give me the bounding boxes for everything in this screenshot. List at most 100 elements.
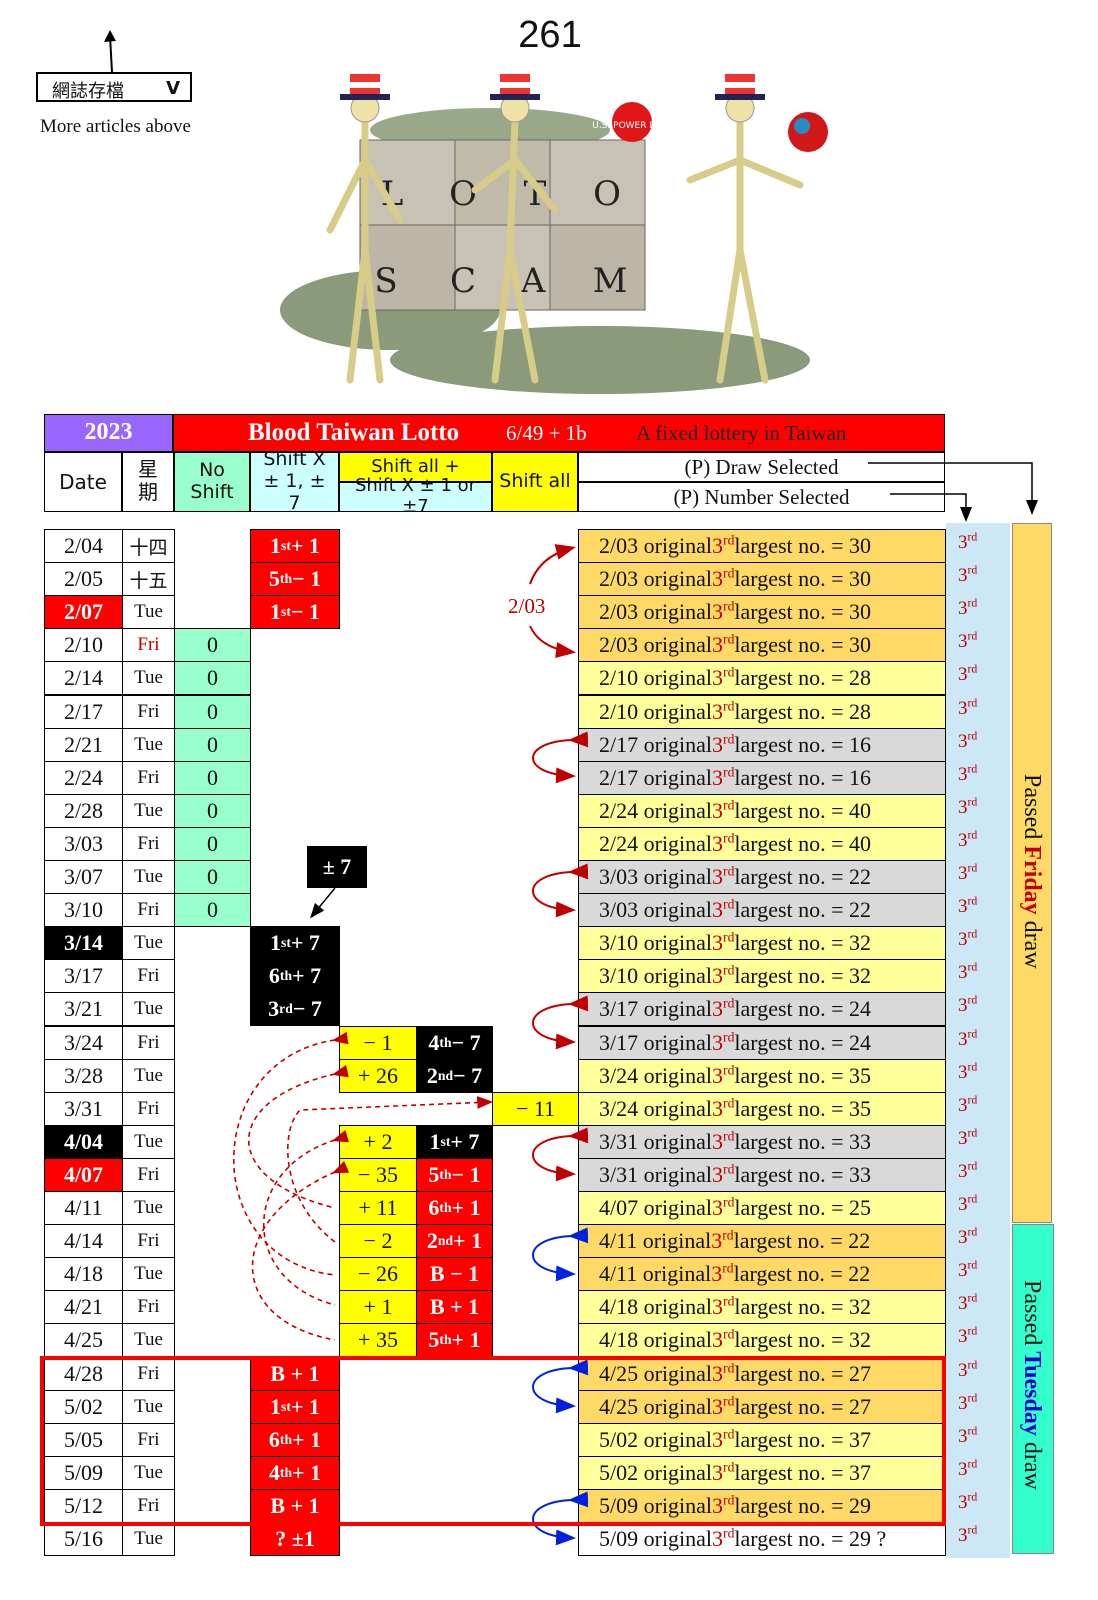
row-original: 3/10 original 3rd largest no. = 32 <box>578 959 946 993</box>
row-third-label: 3rd <box>958 1424 978 1447</box>
row-no-shift: 0 <box>174 893 251 927</box>
row-original: 4/18 original 3rd largest no. = 32 <box>578 1323 946 1357</box>
header-date: Date <box>44 452 122 512</box>
row-third-label: 3rd <box>958 1358 978 1381</box>
row-shift-all-plus: + 11 <box>339 1191 417 1225</box>
row-third-label: 3rd <box>958 662 978 685</box>
header-weekday: 星期 <box>122 452 174 512</box>
row-original: 2/24 original 3rd largest no. = 40 <box>578 794 946 828</box>
year-cell: 2023 <box>44 414 173 452</box>
row-original: 3/10 original 3rd largest no. = 32 <box>578 926 946 960</box>
header-shift-x-1-or-7: Shift X ± 1 or ±7 <box>339 475 492 517</box>
row-date: 2/14 <box>44 661 123 695</box>
row-date: 3/14 <box>44 926 123 960</box>
row-third-label: 3rd <box>958 696 978 719</box>
row-original: 4/25 original 3rd largest no. = 27 <box>578 1357 946 1391</box>
tuesday-label: Passed Tuesday draw <box>1019 1280 1045 1490</box>
row-third-label: 3rd <box>958 530 978 553</box>
row-original: 2/10 original 3rd largest no. = 28 <box>578 661 946 695</box>
row-third-label: 3rd <box>958 795 978 818</box>
row-shift-all-plus: + 35 <box>339 1323 417 1357</box>
row-original: 5/02 original 3rd largest no. = 37 <box>578 1456 946 1490</box>
row-no-shift: 0 <box>174 860 251 894</box>
row-third-label: 3rd <box>958 1027 978 1050</box>
row-third-label: 3rd <box>958 1159 978 1182</box>
header-shift-all-plus: Shift all + <box>339 452 492 482</box>
header-shift-x: Shift X ± 1, ± 7 <box>250 448 339 514</box>
block-letter: O <box>449 174 477 214</box>
row-shift-all-plus: − 26 <box>339 1257 417 1291</box>
row-date: 4/11 <box>44 1191 123 1225</box>
row-third-label: 3rd <box>958 1192 978 1215</box>
row-third-label: 3rd <box>958 1523 978 1546</box>
row-third-label: 3rd <box>958 1324 978 1347</box>
row-original: 2/10 original 3rd largest no. = 28 <box>578 695 946 729</box>
row-shift-all-plus: + 1 <box>339 1290 417 1324</box>
row-weekday: Tue <box>122 992 175 1026</box>
row-original: 5/02 original 3rd largest no. = 37 <box>578 1423 946 1457</box>
row-shift-x: B + 1 <box>250 1489 340 1523</box>
row-no-shift: 0 <box>174 827 251 861</box>
more-articles-link[interactable]: More articles above <box>40 116 191 137</box>
block-letter: A <box>520 261 546 301</box>
row-shift-all: − 11 <box>492 1092 579 1126</box>
row-third-label: 3rd <box>958 563 978 586</box>
friday-label: Passed Friday draw <box>1019 774 1045 969</box>
row-original: 4/18 original 3rd largest no. = 32 <box>578 1290 946 1324</box>
header-number-selected: (P) Number Selected <box>578 482 945 512</box>
third-column-bg <box>946 523 1010 1558</box>
row-original: 2/24 original 3rd largest no. = 40 <box>578 827 946 861</box>
row-third-label: 3rd <box>958 861 978 884</box>
row-third-label: 3rd <box>958 960 978 983</box>
row-original: 3/24 original 3rd largest no. = 35 <box>578 1059 946 1093</box>
row-third-label: 3rd <box>958 596 978 619</box>
row-third-label: 3rd <box>958 1258 978 1281</box>
row-third-label: 3rd <box>958 629 978 652</box>
row-date: 4/04 <box>44 1125 123 1159</box>
row-original: 3/17 original 3rd largest no. = 24 <box>578 992 946 1026</box>
row-original: 2/03 original 3rd largest no. = 30 <box>578 595 946 629</box>
row-third-label: 3rd <box>958 1225 978 1248</box>
block-letter: T <box>524 174 547 214</box>
chevron-down-icon: V <box>166 78 180 99</box>
subtitle: A fixed lottery in Taiwan <box>636 420 847 445</box>
row-date: 3/10 <box>44 893 123 927</box>
header-no-shift: No Shift <box>174 452 250 512</box>
row-no-shift: 0 <box>174 794 251 828</box>
title: Blood Taiwan Lotto <box>248 418 460 446</box>
row-third-label: 3rd <box>958 993 978 1016</box>
tuesday-bar <box>1012 1224 1054 1554</box>
archive-dropdown-label: 網誌存檔 <box>52 81 124 102</box>
row-original: 2/17 original 3rd largest no. = 16 <box>578 761 946 795</box>
row-original: 5/09 original 3rd largest no. = 29 ? <box>578 1522 946 1556</box>
row-third-label: 3rd <box>958 1060 978 1083</box>
row-original: 3/24 original 3rd largest no. = 35 <box>578 1092 946 1126</box>
archive-dropdown[interactable]: 網誌存檔 V <box>36 72 192 102</box>
format: 6/49 + 1b <box>506 420 587 445</box>
row-third-label: 3rd <box>958 828 978 851</box>
row-no-shift: 0 <box>174 661 251 695</box>
header-draw-selected: (P) Draw Selected <box>578 452 945 482</box>
up-arrow-icon <box>104 30 116 73</box>
row-third-label: 3rd <box>958 1093 978 1116</box>
row-shift-all-plus: − 2 <box>339 1224 417 1258</box>
row-original: 2/03 original 3rd largest no. = 30 <box>578 562 946 596</box>
row-original: 2/03 original 3rd largest no. = 30 <box>578 628 946 662</box>
lotto-scam-illustration: L O T O S C A M U.S. POWER BALL <box>280 74 828 394</box>
block-letter: L <box>381 174 404 214</box>
row-third-label: 3rd <box>958 762 978 785</box>
row-third-label: 3rd <box>958 894 978 917</box>
header-shift-all: Shift all <box>492 452 578 512</box>
row-original: 3/03 original 3rd largest no. = 22 <box>578 860 946 894</box>
